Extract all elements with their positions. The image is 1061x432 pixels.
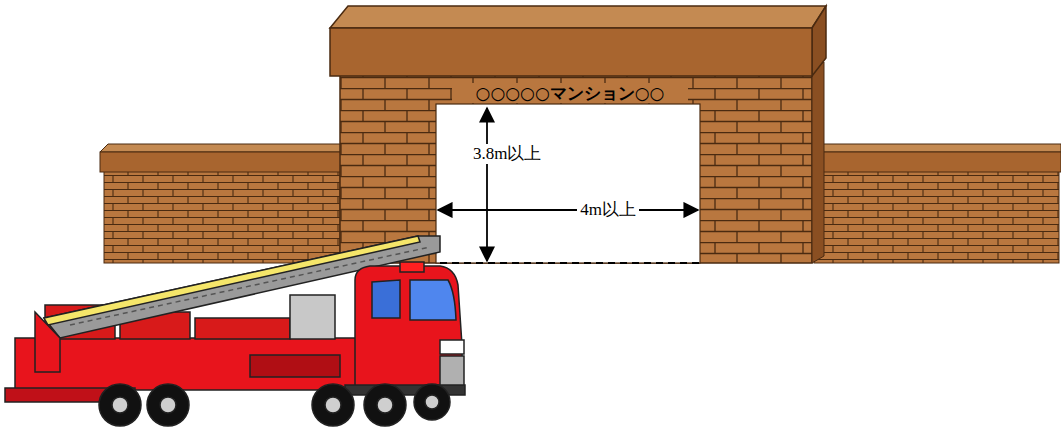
width-dimension: 4m以上 [577, 200, 639, 220]
fire-truck [5, 236, 465, 426]
left-wall [100, 144, 342, 263]
right-wall [812, 144, 1061, 263]
dimension-lines [438, 108, 700, 263]
gate-pillars [340, 62, 824, 263]
gate-beam [330, 6, 826, 76]
height-dimension: 3.8m以上 [470, 144, 544, 164]
sign-text: ○○○○○マンション○○ [473, 83, 668, 103]
